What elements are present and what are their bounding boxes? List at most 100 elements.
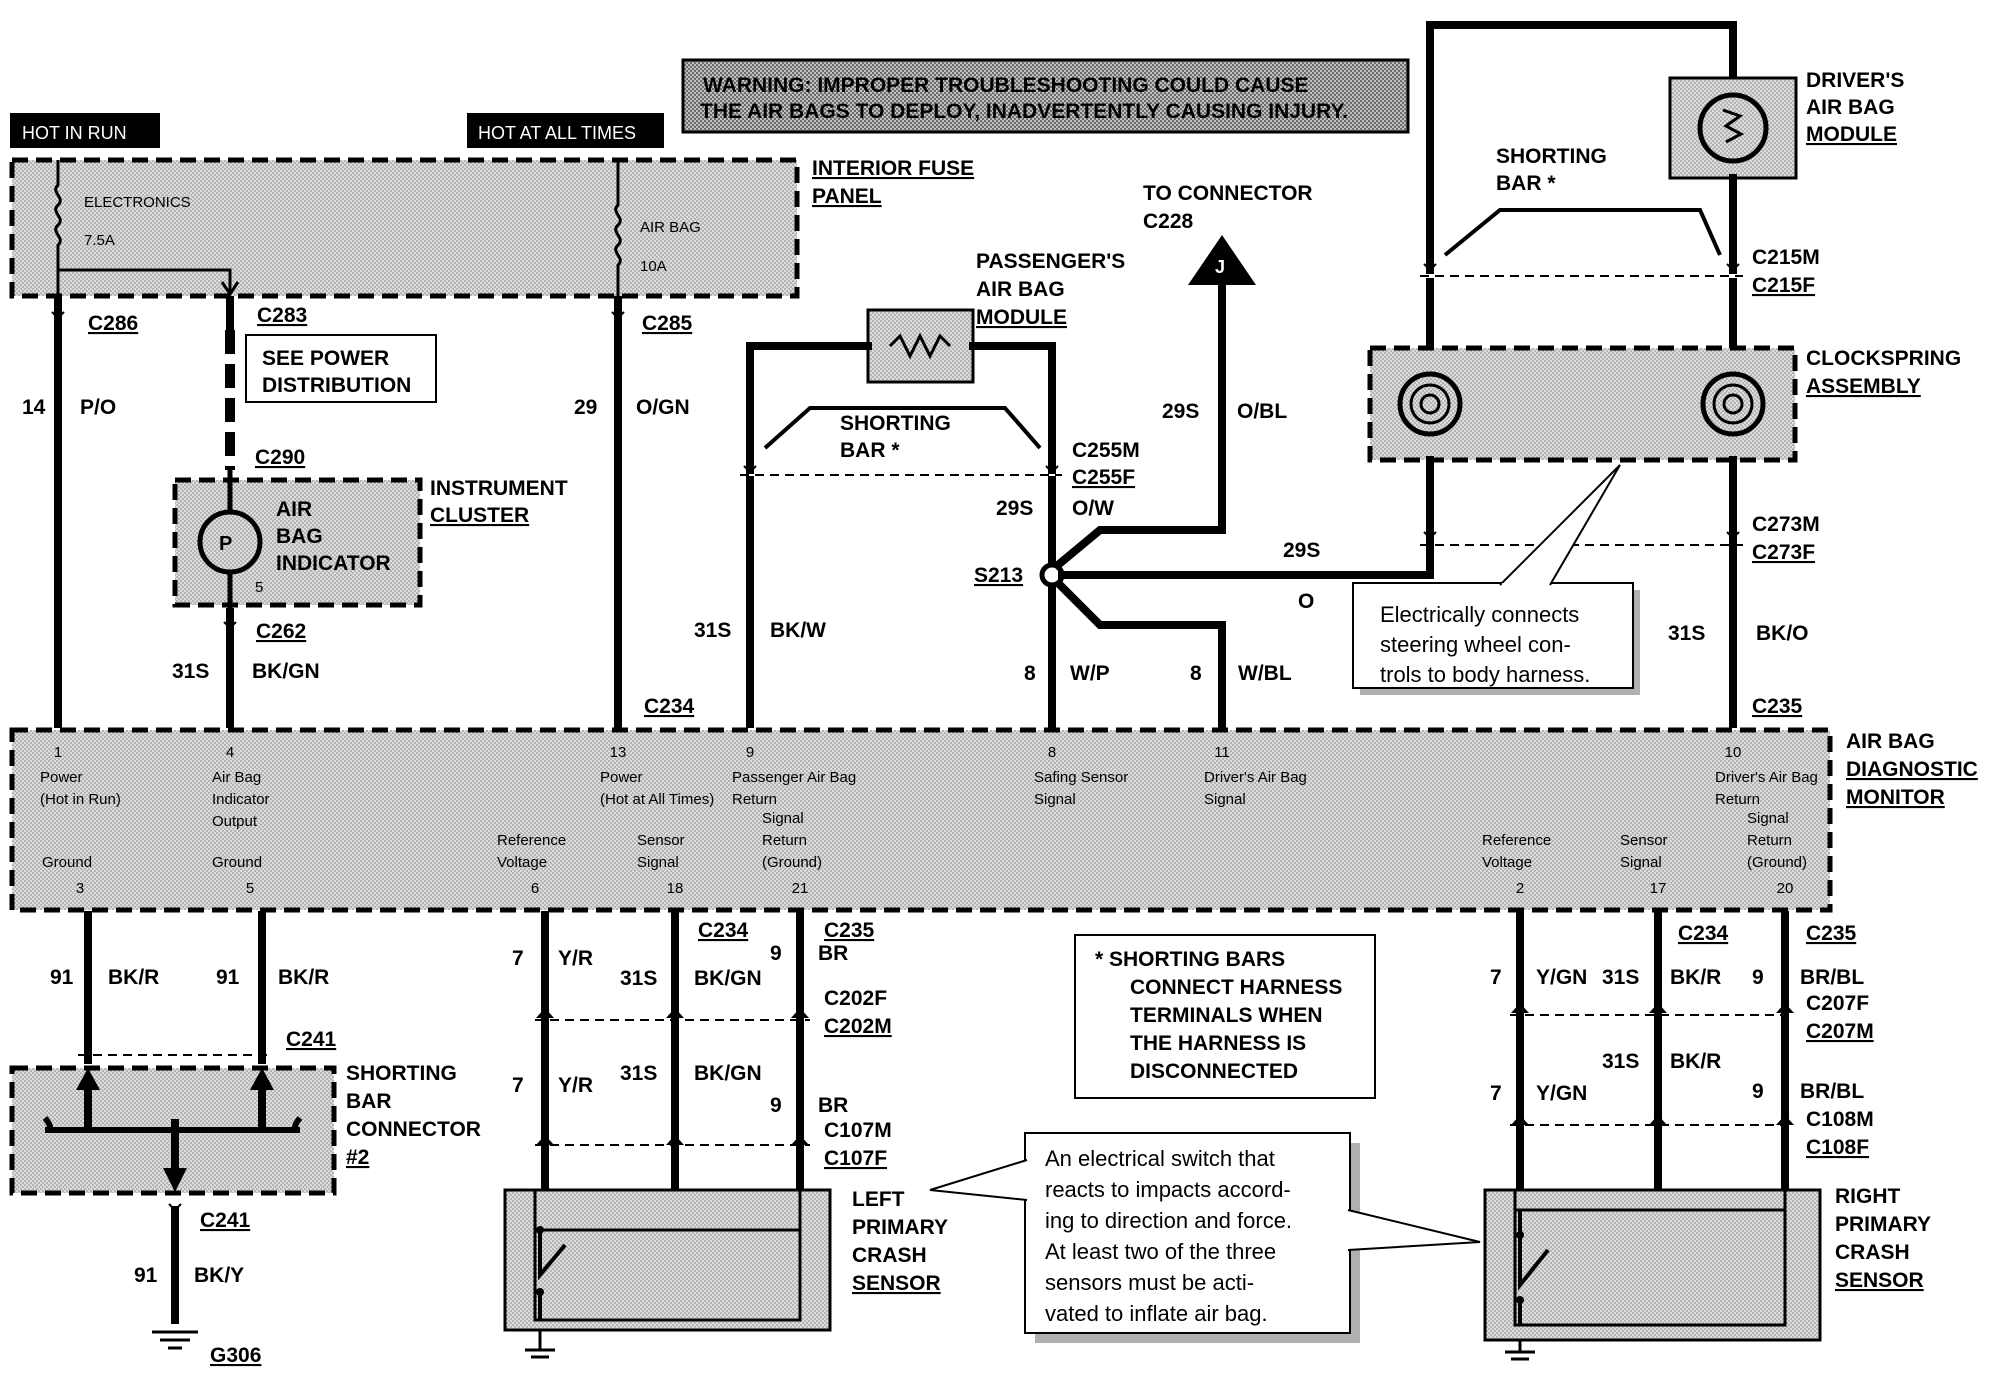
svg-text:8: 8 bbox=[1190, 662, 1202, 685]
svg-text:29S: 29S bbox=[996, 497, 1033, 520]
svg-text:9: 9 bbox=[1752, 1080, 1764, 1103]
connector-c215m: C215M bbox=[1752, 246, 1820, 269]
monitor-pin-label: Signal bbox=[762, 810, 804, 827]
left-sensor-harness: 7 Y/R 31S BK/GN 9 BR C234 C235 C202F C20… bbox=[512, 911, 892, 1204]
passenger-air-bag-module: PASSENGER'S AIR BAG MODULE SHORTING BAR … bbox=[740, 250, 1140, 489]
connector-c273f: C273F bbox=[1752, 541, 1815, 564]
monitor-pin-label: (Ground) bbox=[1747, 854, 1807, 871]
svg-text:O/GN: O/GN bbox=[636, 396, 690, 419]
svg-text:PRIMARY: PRIMARY bbox=[852, 1216, 948, 1239]
svg-text:At least two of the three: At least two of the three bbox=[1045, 1239, 1276, 1264]
connector-c241-upper: C241 bbox=[286, 1028, 337, 1051]
connector-c234-right: C234 bbox=[1678, 922, 1729, 945]
monitor-pin-label: Passenger Air Bag bbox=[732, 769, 856, 786]
clockspring-coil-left-icon bbox=[1397, 371, 1463, 437]
svg-text:SENSOR: SENSOR bbox=[1835, 1269, 1924, 1292]
connector-c285: C285 bbox=[642, 312, 693, 335]
monitor-pin-label: Return bbox=[1715, 791, 1760, 808]
monitor-pin-number: 20 bbox=[1777, 880, 1794, 897]
svg-text:PRIMARY: PRIMARY bbox=[1835, 1213, 1931, 1236]
monitor-pin-label: Return bbox=[1747, 832, 1792, 849]
svg-text:SHORTING: SHORTING bbox=[346, 1062, 457, 1085]
svg-text:PANEL: PANEL bbox=[812, 185, 882, 208]
svg-text:TO CONNECTOR: TO CONNECTOR bbox=[1143, 182, 1313, 205]
monitor-pin-label: Power bbox=[600, 769, 643, 786]
air-bag-diagnostic-monitor: AIR BAG DIAGNOSTIC MONITOR bbox=[9, 727, 1978, 913]
svg-text:31S: 31S bbox=[620, 1062, 657, 1085]
svg-text:7: 7 bbox=[1490, 1082, 1502, 1105]
connector-c215f: C215F bbox=[1752, 274, 1815, 297]
clockspring-assembly: CLOCKSPRING ASSEMBLY C273M C273F 31S BK/… bbox=[1367, 278, 1961, 728]
monitor-pin-number: 4 bbox=[226, 744, 234, 761]
connector-c255f: C255F bbox=[1072, 466, 1135, 489]
monitor-pin-number: 17 bbox=[1650, 880, 1667, 897]
monitor-pin-number: 3 bbox=[76, 880, 84, 897]
svg-text:S213: S213 bbox=[974, 564, 1023, 587]
connector-c202m: C202M bbox=[824, 1015, 892, 1038]
svg-text:MODULE: MODULE bbox=[976, 306, 1067, 329]
clockspring-coil-right-icon bbox=[1700, 371, 1766, 437]
svg-text:BK/GN: BK/GN bbox=[694, 967, 762, 990]
monitor-pin-number: 1 bbox=[54, 744, 62, 761]
wire-91-bkr-a: 91 BK/R bbox=[50, 911, 159, 1064]
svg-text:AIR BAG: AIR BAG bbox=[1806, 96, 1895, 119]
warning-line-2: THE AIR BAGS TO DEPLOY, INADVERTENTLY CA… bbox=[700, 100, 1348, 123]
svg-text:BR: BR bbox=[818, 942, 848, 965]
connector-c228-arrow-icon bbox=[1188, 235, 1256, 285]
svg-text:PASSENGER'S: PASSENGER'S bbox=[976, 250, 1125, 273]
monitor-pin-label: Safing Sensor bbox=[1034, 769, 1128, 786]
svg-text:7: 7 bbox=[512, 1074, 524, 1097]
svg-text:31S: 31S bbox=[1602, 1050, 1639, 1073]
wire-29s-obl: J TO CONNECTOR C228 29S O/BL bbox=[1052, 182, 1313, 571]
connector-c290: C290 bbox=[255, 446, 305, 469]
hot-at-all-times-label: HOT AT ALL TIMES bbox=[467, 113, 664, 148]
monitor-pin-label: Sensor bbox=[637, 832, 685, 849]
monitor-pin-label: Signal bbox=[1204, 791, 1246, 808]
svg-text:P: P bbox=[219, 533, 232, 555]
monitor-pin-label: Return bbox=[732, 791, 777, 808]
svg-text:29: 29 bbox=[574, 396, 597, 419]
ground-icon bbox=[152, 1330, 198, 1350]
svg-text:7: 7 bbox=[512, 947, 524, 970]
svg-text:CLOCKSPRING: CLOCKSPRING bbox=[1806, 347, 1961, 370]
svg-text:31S: 31S bbox=[620, 967, 657, 990]
svg-text:BAR *: BAR * bbox=[840, 439, 900, 462]
monitor-pin-label: Output bbox=[212, 813, 258, 830]
monitor-pin-number: 21 bbox=[792, 880, 809, 897]
svg-text:BR/BL: BR/BL bbox=[1800, 966, 1864, 989]
hot-in-run-label: HOT IN RUN bbox=[10, 113, 160, 148]
svg-text:sensors must be acti-: sensors must be acti- bbox=[1045, 1270, 1254, 1295]
svg-text:steering wheel con-: steering wheel con- bbox=[1380, 632, 1571, 657]
svg-text:vated to inflate air bag.: vated to inflate air bag. bbox=[1045, 1301, 1268, 1326]
left-primary-crash-sensor: LEFT PRIMARY CRASH SENSOR bbox=[503, 1188, 948, 1359]
svg-text:MODULE: MODULE bbox=[1806, 123, 1897, 146]
svg-text:91: 91 bbox=[134, 1264, 158, 1287]
monitor-pin-label: (Hot in Run) bbox=[40, 791, 121, 808]
svg-text:SENSOR: SENSOR bbox=[852, 1272, 941, 1295]
wire-29s-o: 29S O bbox=[1058, 539, 1434, 613]
svg-text:BK/R: BK/R bbox=[1670, 966, 1721, 989]
svg-text:LEFT: LEFT bbox=[852, 1188, 905, 1211]
connector-c262: C262 bbox=[256, 620, 306, 643]
svg-text:Electrically connects: Electrically connects bbox=[1380, 602, 1579, 627]
svg-text:31S: 31S bbox=[1668, 622, 1705, 645]
connector-c241-lower: C241 bbox=[200, 1209, 251, 1232]
fuse-airbag-icon bbox=[614, 160, 622, 300]
connector-c107f: C107F bbox=[824, 1147, 887, 1170]
monitor-pin-label: Signal bbox=[1034, 791, 1076, 808]
monitor-pin-label: (Hot at All Times) bbox=[600, 791, 714, 808]
svg-text:91: 91 bbox=[50, 966, 74, 989]
svg-text:SHORTING: SHORTING bbox=[840, 412, 951, 435]
wire-91-bkr-b: 91 BK/R bbox=[216, 911, 329, 1064]
svg-text:BK/W: BK/W bbox=[770, 619, 826, 642]
svg-text:Y/R: Y/R bbox=[558, 1074, 593, 1097]
splice-s213: S213 29S O/W 8 W/P bbox=[974, 465, 1114, 728]
connector-c234-left: C234 bbox=[698, 919, 749, 942]
right-sensor-harness: 7 Y/GN 31S BK/R 9 BR/BL C234 C235 C207F … bbox=[1490, 911, 1874, 1204]
svg-text:9: 9 bbox=[1752, 966, 1764, 989]
svg-text:RIGHT: RIGHT bbox=[1835, 1185, 1901, 1208]
svg-text:ing to direction and force.: ing to direction and force. bbox=[1045, 1208, 1292, 1233]
wire-29: C285 29 O/GN C234 bbox=[574, 296, 695, 728]
